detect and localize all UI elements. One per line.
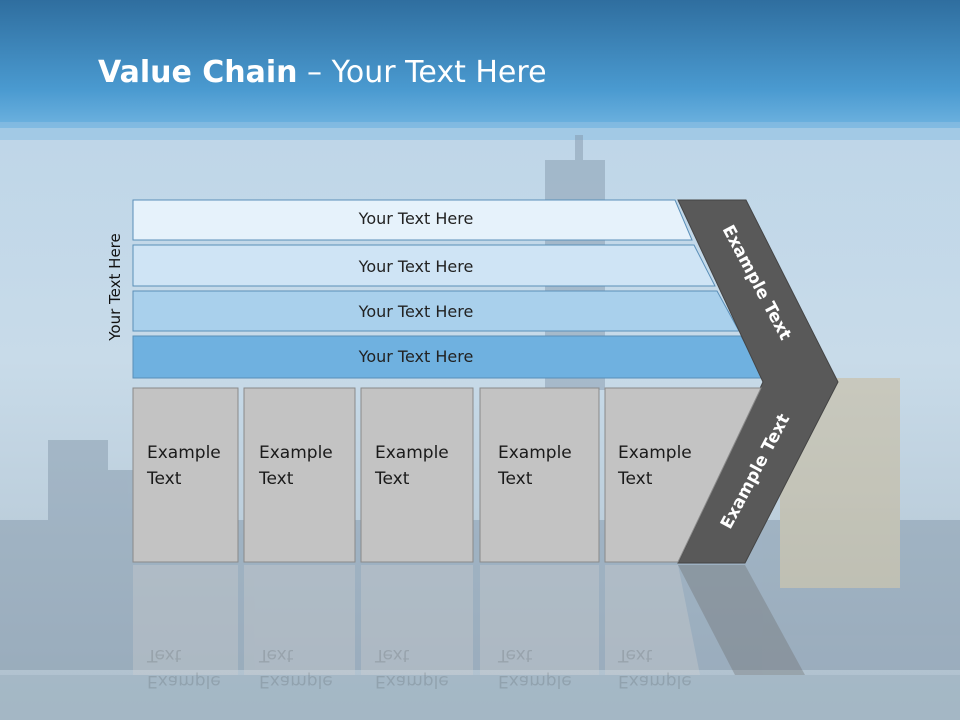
svg-text:Example: Example — [147, 671, 221, 691]
chevron-arrow — [677, 199, 839, 564]
box-5 — [604, 387, 762, 563]
reflection — [133, 565, 805, 675]
reflection-text: Text Example Text Example Text Example T… — [146, 645, 692, 691]
box-1 — [132, 387, 239, 563]
band-3-label: Your Text Here — [358, 302, 474, 321]
box-3-line2: Text — [374, 469, 410, 489]
svg-text:Text: Text — [258, 645, 294, 665]
band-2-label: Your Text Here — [358, 257, 474, 276]
box-2-line1: Example — [259, 443, 333, 463]
box-3 — [360, 387, 474, 563]
band-1-label: Your Text Here — [358, 209, 474, 228]
box-5-line1: Example — [618, 443, 692, 463]
band-4-label: Your Text Here — [358, 347, 474, 366]
box-5-line2: Text — [617, 469, 653, 489]
page-title: Value Chain – Your Text Here — [98, 55, 547, 90]
title-bold: Value Chain — [98, 55, 298, 90]
box-4-line2: Text — [497, 469, 533, 489]
svg-text:Example: Example — [259, 671, 333, 691]
bands: Your Text Here Your Text Here Your Text … — [132, 199, 764, 379]
svg-text:Example: Example — [618, 671, 692, 691]
svg-text:Example: Example — [375, 671, 449, 691]
box-4-line1: Example — [498, 443, 572, 463]
boxes: Example Text Example Text Example Text E… — [132, 387, 762, 563]
svg-text:Text: Text — [497, 645, 533, 665]
box-3-line1: Example — [375, 443, 449, 463]
svg-text:Text: Text — [374, 645, 410, 665]
band-1 — [132, 199, 693, 241]
box-2-line2: Text — [258, 469, 294, 489]
box-2 — [243, 387, 356, 563]
svg-text:Text: Text — [617, 645, 653, 665]
box-4 — [479, 387, 600, 563]
svg-text:Example: Example — [498, 671, 572, 691]
title-rest: – Your Text Here — [297, 55, 547, 90]
band-2 — [132, 244, 716, 287]
box-1-line1: Example — [147, 443, 221, 463]
svg-text:Text: Text — [146, 645, 182, 665]
box-1-line2: Text — [146, 469, 182, 489]
